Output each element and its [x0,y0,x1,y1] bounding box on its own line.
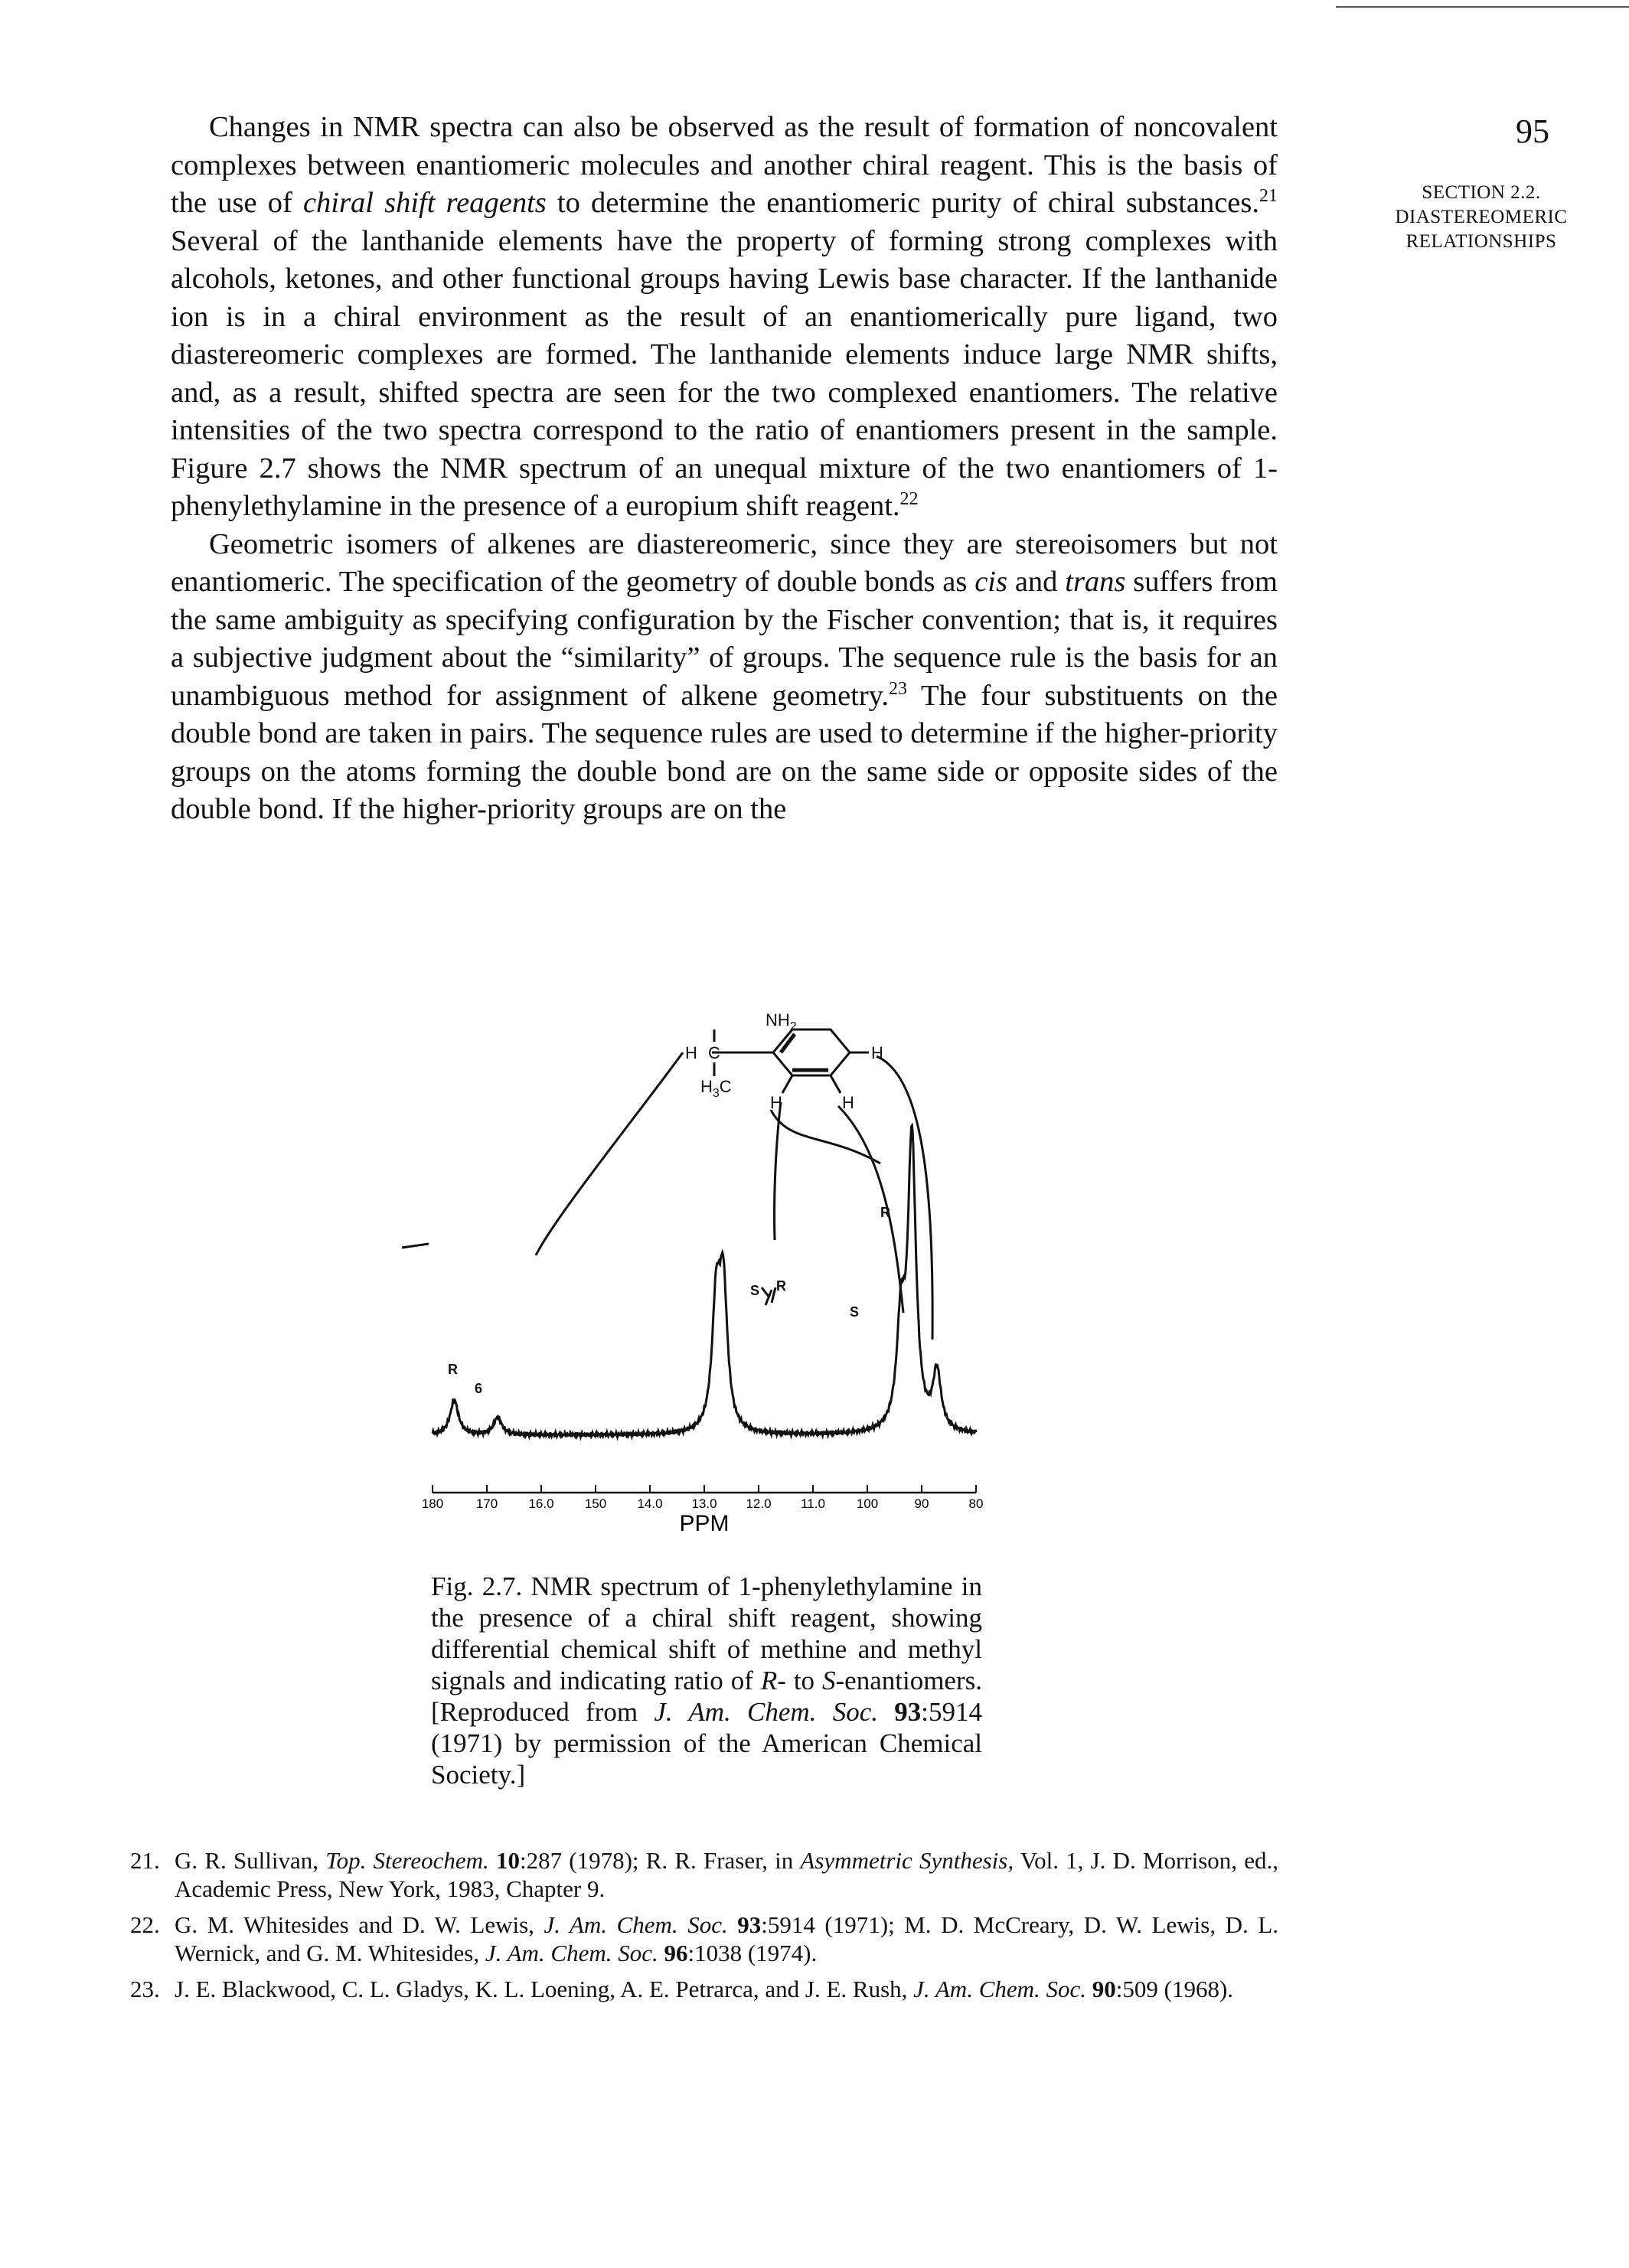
assignment-curve [876,1055,934,1340]
section-line: RELATIONSHIPS [1405,231,1557,252]
assignment-curve [773,1101,782,1241]
reference-marker: 22 [899,489,919,510]
axis-tick-label: 12.0 [746,1496,771,1511]
section-line: DIASTEREOMERIC [1395,207,1568,227]
section-line: SECTION 2.2. [1422,182,1541,203]
peak-label-s: S [750,1283,759,1298]
paragraph-nmr-shift-reagents: Changes in NMR spectra can also be obser… [171,111,1278,522]
reference-marker: 21 [1258,186,1278,207]
molecule-structure [401,1028,934,1340]
axis-tick-label: 90 [915,1496,929,1511]
footnote-23: 23.J. E. Blackwood, C. L. Gladys, K. L. … [130,1976,1234,2002]
peak-label-s: S [850,1304,859,1320]
footnotes: 21.G. R. Sullivan, Top. Stereochem. 10:2… [130,1846,1278,2011]
spectrum-trace [431,1122,978,1441]
running-head-section: SECTION 2.2. DIASTEREOMERIC RELATIONSHIP… [1355,181,1608,254]
nmr-spectrum-chart: NH2 H C H3C H H H R 6 S R S R 180 170 16.0… [401,1010,984,1536]
top-rule [1336,6,1629,8]
peak-label-r: R [448,1362,458,1377]
axis-tick-label: 11.0 [801,1496,825,1511]
spectrum-trace-layer [431,1122,978,1441]
peak-label-s: 6 [475,1381,482,1396]
peak-label-r: R [880,1205,890,1220]
figure-nmr-spectrum: NH2 H C H3C H H H R 6 S R S R 180 170 16.0… [375,957,1003,1554]
page-number: 95 [1516,113,1549,150]
axis-tick-label: 170 [476,1496,498,1511]
assignment-curve [534,1052,684,1256]
label-nh2: NH2 [766,1010,797,1033]
axis-tick-label: 150 [585,1496,606,1511]
ppm-axis: 180 170 16.0 150 14.0 13.0 12.0 11.0 100 90 80 [422,1485,984,1511]
body-text: Changes in NMR spectra can also be obser… [171,109,1278,829]
peak-labels: R 6 S R S R [448,1205,890,1396]
paragraph-geometric-isomers: Geometric isomers of alkenes are diaster… [171,527,1278,826]
label-h3c: H3C [700,1077,732,1100]
label-c: C [708,1043,720,1062]
axis-tick-label: 16.0 [528,1496,553,1511]
axis-label-ppm: PPM [679,1511,729,1536]
axis-tick-label: 180 [422,1496,443,1511]
axis-tick-label: 100 [857,1496,878,1511]
label-h-ring: H [871,1043,883,1062]
footnote-21: 21.G. R. Sullivan, Top. Stereochem. 10:2… [130,1847,1278,1902]
reference-marker: 23 [889,678,908,699]
assignment-curve [769,1109,881,1165]
axis-tick-label: 14.0 [637,1496,662,1511]
label-h-meta: H [842,1093,854,1112]
peak-label-r: R [776,1278,786,1294]
assignment-curve [837,1105,905,1313]
axis-tick-label: 80 [969,1496,984,1511]
molecule-labels: NH2 H C H3C H H H [685,1010,883,1112]
label-h: H [685,1043,697,1062]
figure-caption: Fig. 2.7. NMR spectrum of 1-phenylethyla… [431,1571,983,1790]
footnote-22: 22.G. M. Whitesides and D. W. Lewis, J. … [130,1911,1278,1966]
axis-tick-label: 13.0 [691,1496,717,1511]
label-h-ortho: H [770,1093,782,1112]
